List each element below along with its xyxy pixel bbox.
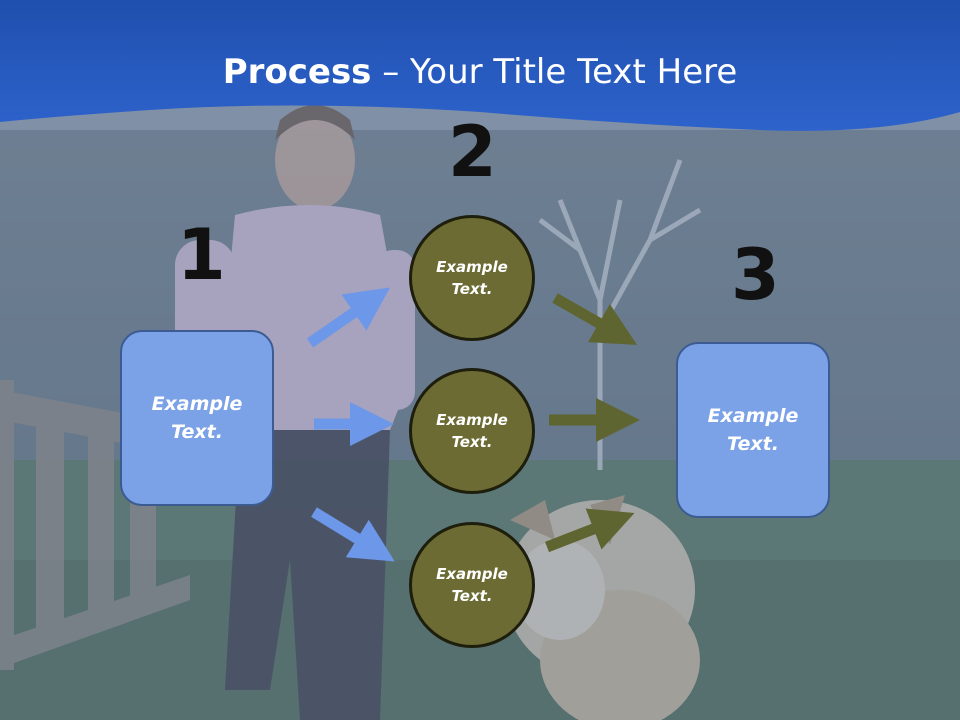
step-number-1: 1 — [177, 214, 226, 296]
slide-title: Process – Your Title Text Here — [0, 52, 960, 92]
step-number-3: 3 — [731, 234, 780, 316]
step-number-2: 2 — [448, 111, 497, 193]
arrow-to-top-circle — [306, 287, 391, 348]
title-bold: Process — [222, 52, 372, 92]
arrow-from-bottom-circle — [545, 508, 635, 553]
title-rest: – Your Title Text Here — [371, 52, 738, 92]
arrow-from-top-circle — [552, 293, 638, 345]
arrow-to-bottom-circle — [311, 507, 395, 562]
